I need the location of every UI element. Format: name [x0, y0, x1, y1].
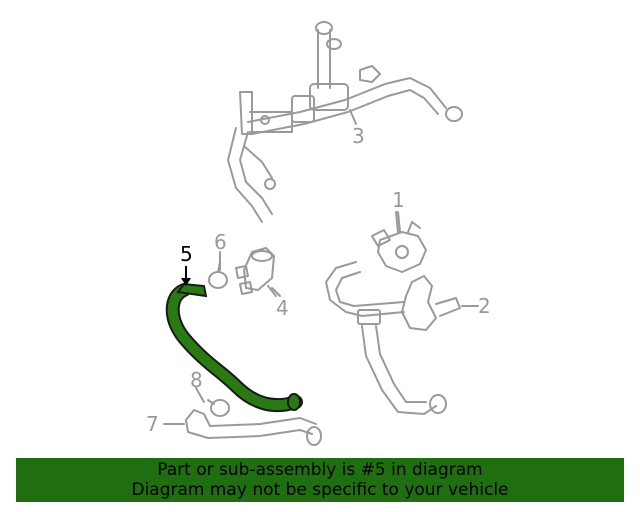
part-3-drawing [227, 21, 463, 223]
part-4-drawing [235, 247, 277, 297]
callout-6: 6 [214, 230, 227, 254]
callout-3: 3 [352, 124, 365, 148]
leader-lines [163, 109, 479, 425]
part-1-drawing [371, 211, 427, 273]
part-6-drawing [208, 261, 228, 289]
parts-diagram [163, 21, 479, 446]
banner-line-1: Part or sub-assembly is #5 in diagram [157, 460, 483, 480]
part-info-banner: Part or sub-assembly is #5 in diagram Di… [16, 458, 624, 502]
callout-4: 4 [276, 296, 289, 320]
part-7-drawing [185, 409, 322, 446]
part-2-drawing [325, 261, 475, 415]
callout-7: 7 [146, 412, 159, 436]
callout-2: 2 [478, 294, 491, 318]
callout-8: 8 [190, 368, 203, 392]
banner-line-2: Diagram may not be specific to your vehi… [131, 480, 509, 500]
callout-5: 5 [180, 242, 193, 266]
part-8-drawing [207, 399, 230, 417]
part-5-highlighted-hose [165, 266, 303, 413]
callout-1: 1 [392, 188, 405, 212]
